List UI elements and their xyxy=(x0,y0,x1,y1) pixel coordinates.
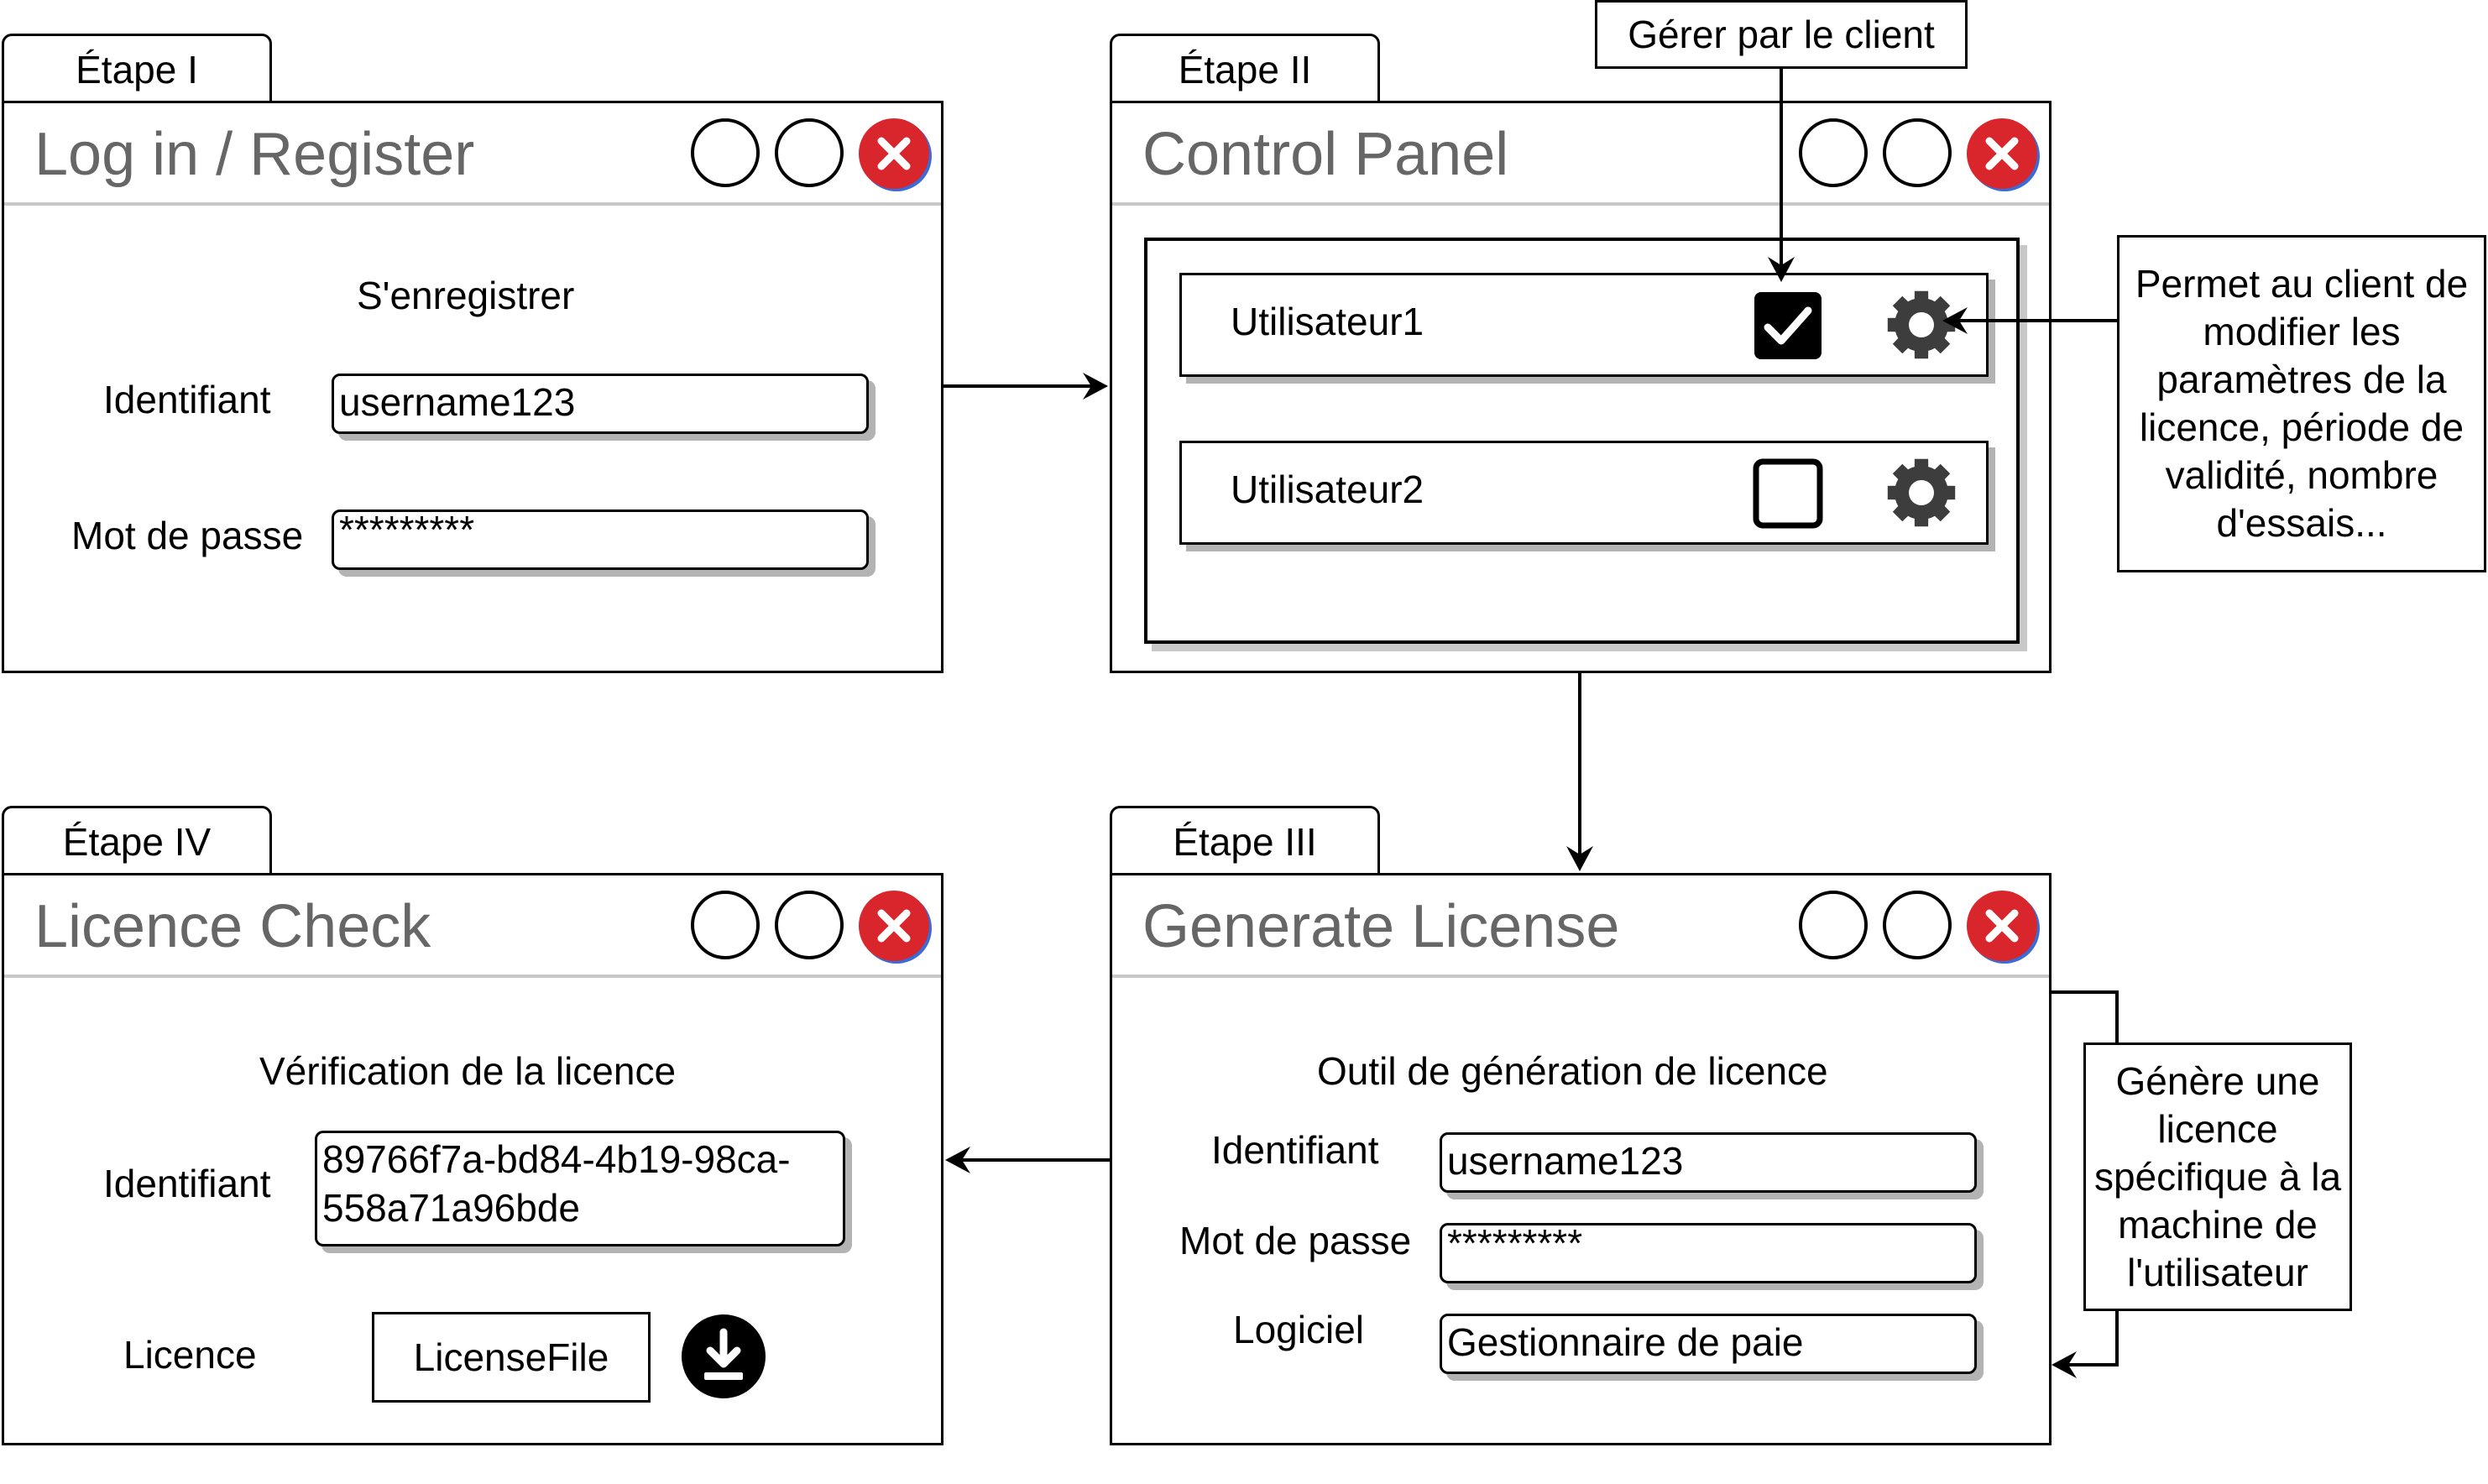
gear-icon[interactable] xyxy=(1885,289,1957,361)
generation-note: Génère une licence spécifique à la machi… xyxy=(2083,1042,2352,1311)
identifiant-label: Identifiant xyxy=(1211,1128,1379,1172)
window-title: Generate License xyxy=(1142,893,1620,960)
identifiant-label: Identifiant xyxy=(103,378,271,421)
title-separator xyxy=(1112,202,2049,206)
maximize-button[interactable] xyxy=(775,891,844,959)
user-row[interactable]: Utilisateur2 xyxy=(1179,441,1989,545)
arrowhead xyxy=(1083,373,1108,400)
identifiant-label: Identifiant xyxy=(103,1162,271,1205)
step-label: Étape II xyxy=(1178,47,1312,91)
licence-id-line: 558a71a96bde xyxy=(322,1186,580,1230)
close-icon xyxy=(877,909,911,943)
close-button[interactable] xyxy=(859,891,929,961)
step-label: Étape I xyxy=(76,47,198,91)
identifiant-input[interactable]: username123 xyxy=(1440,1132,1977,1193)
password-input[interactable]: ********* xyxy=(332,509,869,570)
generate-license-window: Generate License Outil de génération de … xyxy=(1110,873,2052,1445)
note-line: spécifique à la xyxy=(2093,1154,2342,1199)
user-name: Utilisateur1 xyxy=(1231,300,1424,343)
identifiant-input[interactable]: username123 xyxy=(332,374,869,434)
title-separator xyxy=(1112,975,2049,978)
note-line: machine de xyxy=(2118,1202,2318,1246)
close-button[interactable] xyxy=(859,118,929,189)
generation-bracket xyxy=(2052,990,2119,1366)
licence-label: Licence xyxy=(123,1333,257,1377)
title-separator xyxy=(4,975,941,978)
client-managed-note: Gérer par le client xyxy=(1595,0,1968,69)
step-tab-4: Étape IV xyxy=(2,806,272,875)
note-text: Permet au client de modifier les paramèt… xyxy=(2135,260,2468,547)
minimize-button[interactable] xyxy=(1799,118,1868,187)
step-tab-1: Étape I xyxy=(2,34,272,102)
users-panel: Utilisateur1 Utilisateur2 xyxy=(1144,238,2020,644)
maximize-button[interactable] xyxy=(1883,891,1952,959)
note-line: d'essais... xyxy=(2216,501,2387,545)
arrowhead xyxy=(2052,1351,2077,1378)
note-line: licence xyxy=(2157,1106,2278,1151)
maximize-button[interactable] xyxy=(1883,118,1952,187)
password-label: Mot de passe xyxy=(71,514,304,557)
user-name: Utilisateur2 xyxy=(1231,468,1424,511)
close-icon xyxy=(1985,137,2019,170)
window-title: Control Panel xyxy=(1142,121,1509,188)
settings-note: Permet au client de modifier les paramèt… xyxy=(2117,235,2486,572)
licence-file-name: LicenseFile xyxy=(413,1335,609,1379)
note-line: licence, période de xyxy=(2139,405,2464,449)
password-input[interactable]: ********* xyxy=(1440,1223,1977,1283)
form-heading: Vérification de la licence xyxy=(259,1049,677,1093)
control-panel-window: Control Panel Utilisateur1 Utilisateur2 xyxy=(1110,101,2052,673)
note-line: validité, nombre xyxy=(2165,453,2438,497)
licence-id-line: 89766f7a-bd84-4b19-98ca- xyxy=(322,1137,791,1181)
close-button[interactable] xyxy=(1967,118,2037,189)
close-icon xyxy=(1985,909,2019,943)
checkbox-checked-icon[interactable] xyxy=(1753,290,1823,361)
step-tab-2: Étape II xyxy=(1110,34,1380,102)
software-input[interactable]: Gestionnaire de paie xyxy=(1440,1314,1977,1374)
download-icon[interactable] xyxy=(681,1314,766,1399)
minimize-button[interactable] xyxy=(691,891,760,959)
note-line: modifier les xyxy=(2203,310,2401,353)
note-line: Permet au client de xyxy=(2135,262,2469,306)
title-separator xyxy=(4,202,941,206)
licence-file-box[interactable]: LicenseFile xyxy=(372,1312,651,1403)
password-label: Mot de passe xyxy=(1179,1219,1412,1262)
licence-check-window: Licence Check Vérification de la licence… xyxy=(2,873,943,1445)
checkbox-unchecked-icon[interactable] xyxy=(1753,458,1823,529)
login-window: Log in / Register S'enregistrer Identifi… xyxy=(2,101,943,673)
form-heading: S'enregistrer xyxy=(357,274,575,317)
step-label: Étape III xyxy=(1173,819,1317,864)
note-line: l'utilisateur xyxy=(2127,1250,2308,1294)
close-icon xyxy=(877,137,911,170)
note-text: Gérer par le client xyxy=(1628,12,1935,56)
user-row[interactable]: Utilisateur1 xyxy=(1179,273,1989,377)
note-text: Génère une licence spécifique à la machi… xyxy=(2094,1058,2341,1297)
window-title: Licence Check xyxy=(34,893,431,960)
software-label: Logiciel xyxy=(1233,1308,1364,1351)
note-line: Génère une xyxy=(2115,1058,2320,1103)
arrowhead xyxy=(945,1147,970,1173)
minimize-button[interactable] xyxy=(1799,891,1868,959)
arrowhead xyxy=(1566,846,1593,871)
licence-id-field[interactable]: 89766f7a-bd84-4b19-98ca- 558a71a96bde xyxy=(315,1131,845,1246)
arrowhead xyxy=(1942,307,1968,334)
window-title: Log in / Register xyxy=(34,121,475,188)
minimize-button[interactable] xyxy=(691,118,760,187)
step-tab-3: Étape III xyxy=(1110,806,1380,875)
note-line: paramètres de la xyxy=(2156,358,2447,401)
close-button[interactable] xyxy=(1967,891,2037,961)
form-heading: Outil de génération de licence xyxy=(1317,1049,1828,1093)
gear-icon[interactable] xyxy=(1885,457,1957,529)
arrowhead xyxy=(1768,257,1795,282)
step-label: Étape IV xyxy=(62,819,212,864)
maximize-button[interactable] xyxy=(775,118,844,187)
